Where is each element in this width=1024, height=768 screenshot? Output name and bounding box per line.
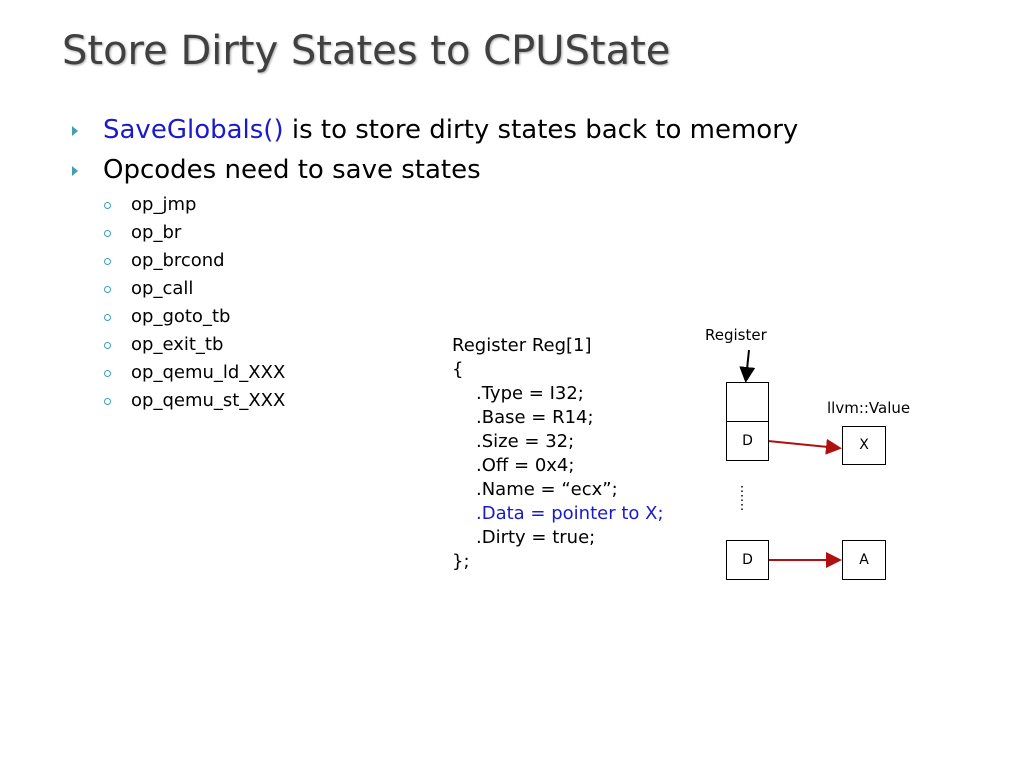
bullet-text: SaveGlobals() is to store dirty states b… <box>103 115 798 145</box>
code-line: .Type = I32; <box>476 383 584 404</box>
triangle-bullet-icon <box>72 166 78 176</box>
d-to-x-arrow <box>767 438 842 455</box>
register-code-block: Register Reg[1] { .Type = I32; .Base = R14;… <box>452 334 664 574</box>
code-line: Register Reg[1] <box>452 335 592 356</box>
bullet-body: is to store dirty states back to memory <box>283 115 799 145</box>
sub-bullet-text: op_brcond <box>131 250 225 271</box>
code-line: { <box>452 359 464 380</box>
circle-bullet-icon <box>104 286 111 293</box>
triangle-bullet-icon <box>72 126 78 136</box>
circle-bullet-icon <box>104 370 111 377</box>
sub-bullet-text: op_jmp <box>131 194 197 215</box>
register-pointer-arrow <box>739 349 756 383</box>
register-slot-d: D <box>726 421 769 461</box>
code-line: .Size = 32; <box>476 431 575 452</box>
code-line: .Base = R14; <box>476 407 594 428</box>
circle-bullet-icon <box>104 342 111 349</box>
sub-bullet-text: op_qemu_st_XXX <box>131 390 286 411</box>
sub-bullet-text: op_qemu_ld_XXX <box>131 362 286 383</box>
register-slot-d-last: D <box>726 540 769 580</box>
code-line: .Name = “ecx”; <box>476 479 618 500</box>
code-line: .Off = 0x4; <box>476 455 575 476</box>
circle-bullet-icon <box>104 202 111 209</box>
code-line: }; <box>452 551 470 572</box>
code-line: .Dirty = true; <box>476 527 596 548</box>
code-line-data-pointer: .Data = pointer to X; <box>476 503 664 524</box>
circle-bullet-icon <box>104 398 111 405</box>
register-label: Register <box>705 326 767 344</box>
register-slot-empty <box>726 382 769 422</box>
sub-bullet-text: op_br <box>131 222 182 243</box>
circle-bullet-icon <box>104 230 111 237</box>
llvm-value-label: llvm::Value <box>827 399 911 417</box>
value-box-a: A <box>842 540 886 580</box>
sub-bullet-text: op_goto_tb <box>131 306 231 327</box>
value-box-x: X <box>842 426 886 465</box>
circle-bullet-icon <box>104 258 111 265</box>
saveglobals-highlight: SaveGlobals() <box>103 115 284 145</box>
sub-bullet-text: op_exit_tb <box>131 334 224 355</box>
bullet-text: Opcodes need to save states <box>103 155 481 185</box>
slide-title: Store Dirty States to CPUState <box>62 28 671 74</box>
circle-bullet-icon <box>104 314 111 321</box>
sub-bullet-text: op_call <box>131 278 194 299</box>
